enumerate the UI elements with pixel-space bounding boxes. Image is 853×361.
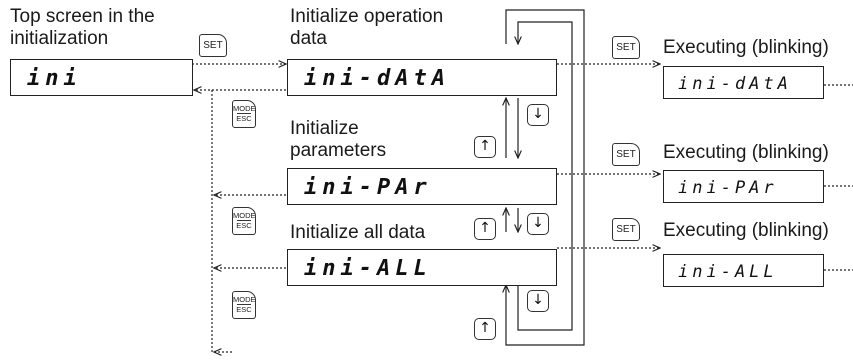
esc-label: ESC (236, 114, 252, 123)
display-all-text: ini-ALL (304, 256, 432, 281)
esc-label: ESC (236, 221, 252, 230)
down-key-3: ↓ (527, 290, 549, 312)
display-exec-operation-text: ini-dAtA (678, 74, 792, 94)
down-wrap-loop (518, 21, 573, 331)
display-parameters-text: ini-PAr (304, 175, 432, 200)
set-key-all: SET (612, 218, 640, 241)
display-operation: ini-dAtA (287, 59, 557, 96)
mode-esc-key-3: MODE ESC (232, 291, 256, 319)
label-top-screen: Top screen in the initialization (10, 6, 155, 50)
key-divider (237, 304, 251, 305)
label-executing-3: Executing (blinking) (663, 220, 829, 241)
mode-label: MODE (233, 211, 256, 220)
mode-label: MODE (233, 295, 256, 304)
display-exec-all: ini-ALL (663, 254, 824, 287)
display-exec-parameters: ini-PAr (663, 170, 824, 203)
down-key-2: ↓ (527, 213, 549, 235)
set-key-top: SET (199, 34, 227, 57)
up-key-3: ↑ (474, 318, 496, 340)
label-top-screen-line2: initialization (10, 28, 109, 49)
key-divider (237, 113, 251, 114)
label-executing-2: Executing (blinking) (663, 142, 829, 163)
esc-label: ESC (236, 305, 252, 314)
mode-esc-key-2: MODE ESC (232, 207, 256, 235)
label-init-parameters-line2: parameters (290, 140, 387, 161)
label-init-all: Initialize all data (290, 222, 426, 243)
display-operation-text: ini-dAtA (304, 66, 450, 91)
display-top: ini (10, 59, 193, 96)
display-all: ini-ALL (287, 249, 557, 286)
up-wrap-loop (506, 9, 585, 346)
key-divider (237, 220, 251, 221)
mode-label: MODE (233, 104, 256, 113)
label-init-parameters: Initialize parameters (290, 118, 386, 162)
label-top-screen-line1: Top screen in the (10, 6, 155, 27)
label-init-operation-line1: Initialize operation (290, 6, 444, 27)
label-init-operation: Initialize operation data (290, 6, 443, 50)
display-exec-operation: ini-dAtA (663, 66, 824, 99)
display-top-text: ini (27, 66, 82, 91)
set-key-operation: SET (612, 36, 640, 59)
display-exec-parameters-text: ini-PAr (678, 178, 778, 198)
up-key-2: ↑ (474, 218, 496, 240)
label-init-operation-line2: data (290, 28, 327, 49)
label-init-parameters-line1: Initialize (290, 118, 359, 139)
down-key-1: ↓ (527, 104, 549, 126)
up-key-1: ↑ (474, 136, 496, 158)
label-executing-1: Executing (blinking) (663, 37, 829, 58)
mode-esc-key-1: MODE ESC (232, 100, 256, 128)
display-exec-all-text: ini-ALL (678, 262, 778, 282)
set-key-parameters: SET (612, 143, 640, 166)
display-parameters: ini-PAr (287, 168, 557, 205)
